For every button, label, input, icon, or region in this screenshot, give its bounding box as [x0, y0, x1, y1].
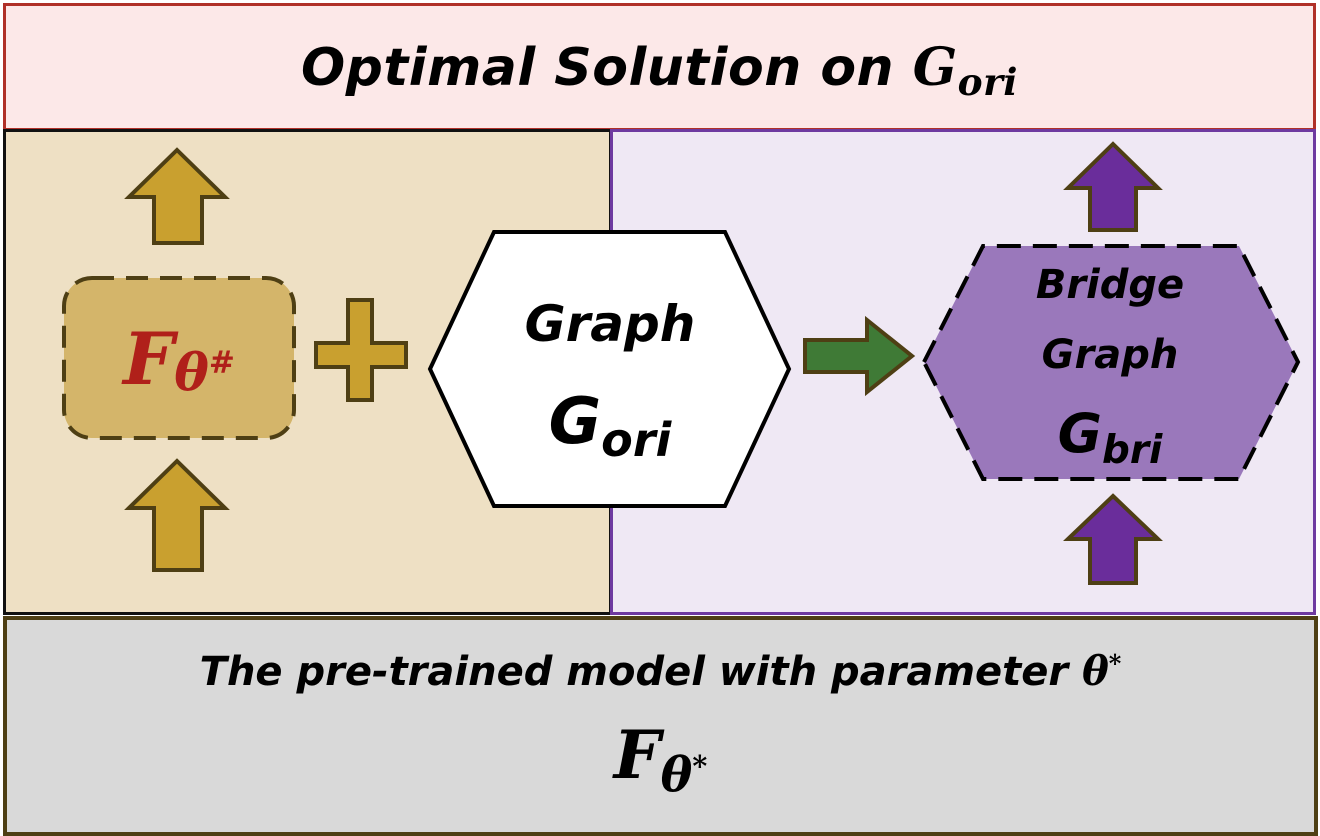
graph-node-title: Graph	[524, 295, 696, 353]
bridge-node-line1: Bridge	[1035, 262, 1185, 308]
green-right-arrow	[803, 315, 916, 397]
bridge-graph-hexagon	[921, 244, 1301, 481]
bridge-node-math-sub: bri	[1102, 427, 1163, 473]
gold-up-arrow-bottom	[124, 458, 230, 572]
pretrained-param-star: *	[1108, 648, 1122, 678]
purple-up-arrow-bottom	[1063, 493, 1163, 585]
pretrained-model-subscript: θ*	[661, 747, 708, 803]
pretrained-model-star: *	[692, 748, 708, 783]
tuned-model-subscript: θ#	[174, 342, 235, 403]
bridge-node-math: Gbri	[960, 402, 1260, 473]
bridge-node-math-main: G	[1057, 402, 1102, 465]
graph-node-hexagon	[427, 230, 792, 508]
pretrained-model-theta: θ	[660, 747, 693, 804]
plus-icon	[314, 298, 408, 402]
bridge-node-line2: Graph	[1041, 332, 1179, 378]
tuned-model-hash: #	[208, 344, 235, 381]
pretrained-model-text: The pre-trained model with parameter	[199, 649, 1083, 695]
optimal-solution-title: Optimal Solution on Gori	[300, 36, 1018, 104]
tuned-model-f: F	[123, 315, 175, 401]
optimal-solution-text: Optimal Solution on	[300, 37, 913, 98]
optimal-solution-math: Gori	[912, 36, 1018, 104]
graph-node-math-sub: ori	[601, 412, 672, 467]
optimal-solution-banner: Optimal Solution on Gori	[3, 3, 1316, 131]
optimal-solution-math-sub: ori	[957, 59, 1019, 104]
graph-node-math: Gori	[470, 385, 750, 467]
pretrained-param-math: θ*	[1082, 648, 1121, 695]
pretrained-model-symbol: Fθ*	[7, 716, 1314, 803]
purple-up-arrow-top	[1063, 141, 1163, 232]
pretrained-model-banner: The pre-trained model with parameter θ* …	[3, 616, 1318, 836]
tuned-model-theta: θ	[174, 342, 209, 403]
pretrained-model-description: The pre-trained model with parameter θ*	[7, 648, 1314, 695]
graph-node-math-main: G	[548, 385, 602, 459]
pretrained-param-theta: θ	[1082, 648, 1109, 695]
pretrained-model-f: F	[613, 716, 661, 794]
gold-up-arrow-top	[124, 147, 230, 245]
tuned-model-box	[62, 276, 296, 440]
optimal-solution-math-main: G	[912, 36, 958, 98]
